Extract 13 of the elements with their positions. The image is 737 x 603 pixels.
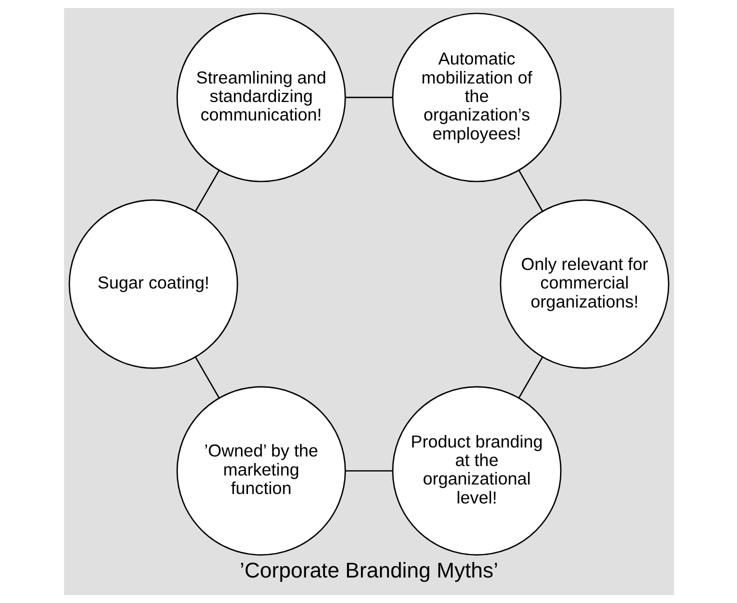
connector: [345, 470, 392, 472]
connector: [194, 170, 220, 212]
node-circle: Sugar coating!: [68, 199, 238, 369]
node-circle: Only relevant for commercial organizations!: [499, 199, 669, 369]
node-circle: Automatic mobilization of the organization’s employees!: [392, 12, 562, 182]
diagram-title: ’Corporate Branding Myths’: [239, 558, 498, 582]
node-circle: ’Owned’ by the marketing function: [176, 386, 346, 556]
connector: [518, 357, 542, 398]
connector: [194, 356, 219, 398]
node-circle: Streamlining and standardizing communication!: [176, 12, 346, 182]
connector: [345, 96, 392, 98]
node-circle: Product branding at the organizational level!: [392, 386, 562, 556]
connector: [518, 170, 542, 212]
